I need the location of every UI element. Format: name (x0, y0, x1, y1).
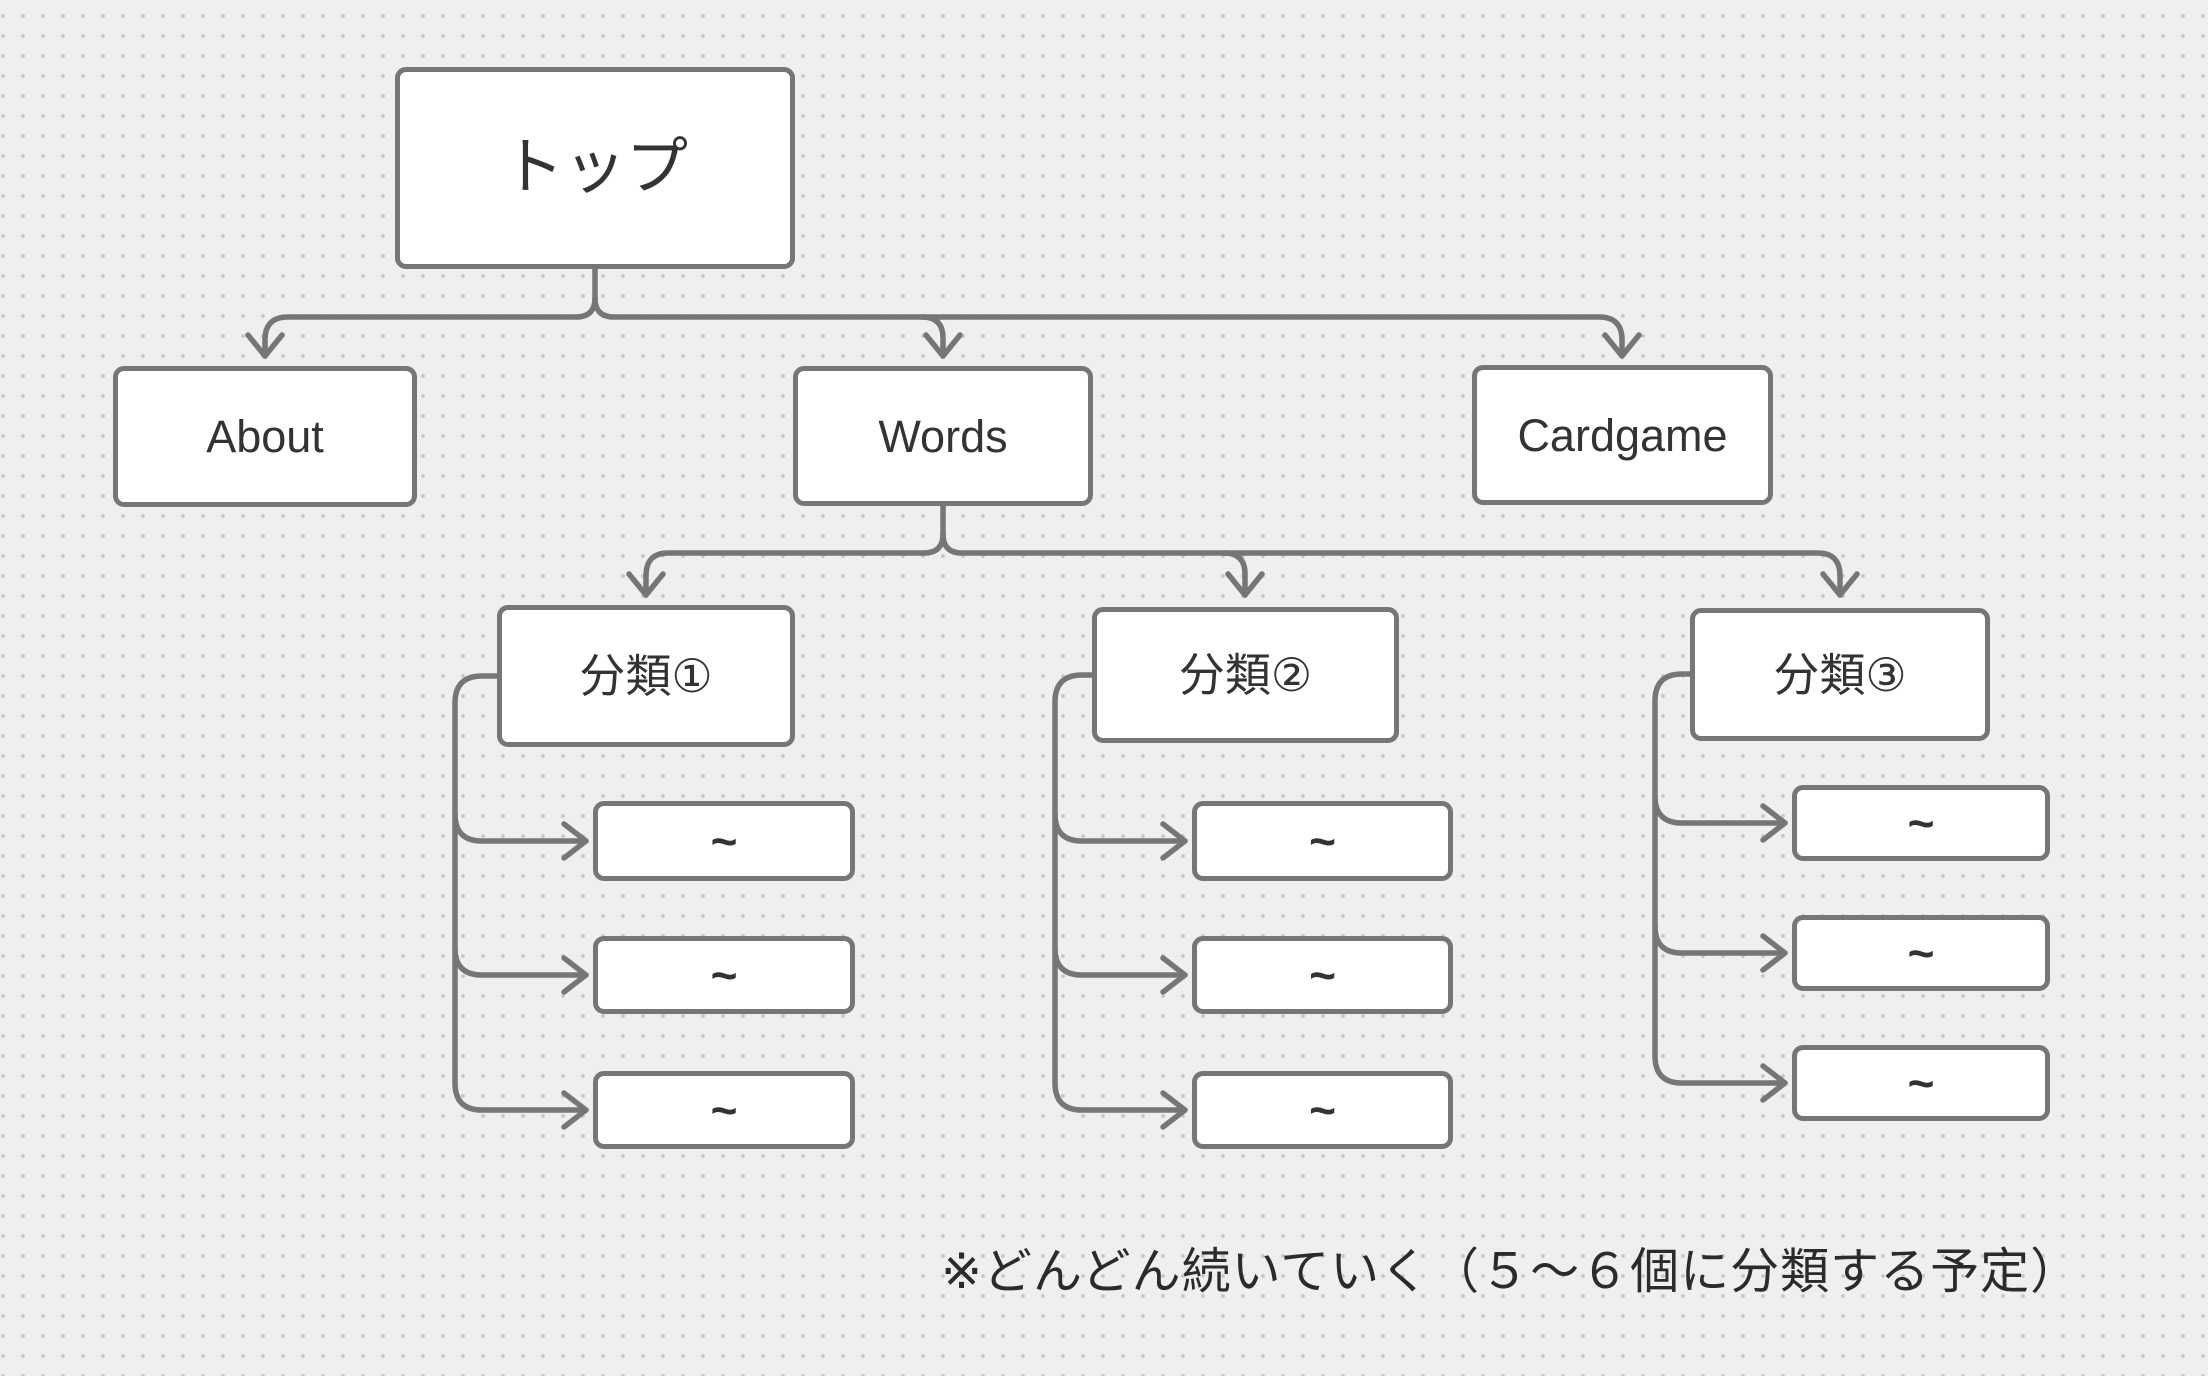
node-top[interactable]: トップ (395, 67, 795, 269)
node-item-1-1-label: ~ (710, 815, 738, 867)
arrowhead-right-cat1-item3-icon (561, 1090, 589, 1130)
arrowhead-right-cat2-item1-icon (1160, 821, 1188, 861)
edge-cat2-items (1052, 672, 1188, 1130)
edge-cat3-item1-line (1652, 793, 1788, 826)
edge-words-cat1-line (643, 503, 946, 598)
arrowhead-down-cat3-icon (1820, 571, 1860, 598)
arrowhead-right-cat2-item2-icon (1160, 955, 1188, 995)
node-category-1-label: 分類① (579, 650, 713, 702)
node-cardgame-label: Cardgame (1517, 409, 1728, 461)
edge-cat1-items (452, 673, 589, 1130)
edge-cat1-item2-line (452, 945, 589, 978)
node-item-2-3[interactable]: ~ (1192, 1071, 1453, 1149)
node-item-3-1-label: ~ (1907, 797, 1935, 849)
node-item-1-3-label: ~ (710, 1084, 738, 1136)
node-cardgame[interactable]: Cardgame (1472, 365, 1773, 505)
edge-words-cat2-line (1221, 550, 1248, 598)
node-item-2-3-label: ~ (1309, 1084, 1336, 1136)
edge-top-cardgame-line (592, 295, 1625, 359)
arrowhead-right-cat2-item3-icon (1160, 1090, 1188, 1130)
arrowhead-right-cat3-item3-icon (1760, 1063, 1788, 1103)
annotation-note: ※どんどん続いていく（５〜６個に分類する予定） (941, 1245, 2081, 1299)
edge-cat2-item2-line (1052, 945, 1188, 978)
arrowhead-down-cat2-icon (1225, 571, 1265, 598)
node-item-2-2[interactable]: ~ (1192, 936, 1453, 1014)
node-category-2[interactable]: 分類② (1092, 607, 1399, 743)
edge-top-words-line (919, 314, 946, 359)
edge-words-cat3-line (940, 531, 1843, 598)
node-item-3-3-label: ~ (1907, 1057, 1935, 1109)
arrowhead-right-cat1-item1-icon (561, 821, 589, 861)
node-item-3-1[interactable]: ~ (1792, 785, 2050, 861)
node-category-3[interactable]: 分類③ (1690, 608, 1990, 741)
edge-cat3-items (1652, 671, 1788, 1103)
node-about-label: About (206, 411, 324, 462)
node-item-1-2-label: ~ (710, 949, 738, 1001)
node-category-1[interactable]: 分類① (497, 605, 795, 747)
node-item-3-2-label: ~ (1907, 927, 1935, 979)
node-category-3-label: 分類③ (1773, 648, 1907, 701)
node-item-3-3[interactable]: ~ (1792, 1045, 2050, 1121)
node-words-label: Words (878, 410, 1008, 462)
arrowhead-down-about-icon (245, 332, 285, 359)
node-item-2-2-label: ~ (1309, 949, 1336, 1001)
node-words[interactable]: Words (793, 366, 1093, 506)
node-item-2-1[interactable]: ~ (1192, 801, 1453, 881)
node-item-1-3[interactable]: ~ (593, 1071, 855, 1149)
arrowhead-right-cat3-item2-icon (1760, 933, 1788, 973)
edge-cat3-item3-line (1652, 671, 1788, 1086)
node-item-1-1[interactable]: ~ (593, 801, 855, 881)
arrowhead-right-cat1-item2-icon (561, 955, 589, 995)
arrowhead-right-cat3-item1-icon (1760, 803, 1788, 843)
edge-cat3-item2-line (1652, 923, 1788, 956)
node-about[interactable]: About (113, 366, 417, 507)
edge-cat1-item3-line (452, 673, 589, 1113)
edge-cat2-item3-line (1052, 672, 1188, 1113)
node-top-label: トップ (501, 133, 688, 202)
node-item-2-1-label: ~ (1309, 815, 1336, 867)
edge-top-about-line (262, 267, 598, 359)
node-item-3-2[interactable]: ~ (1792, 915, 2050, 991)
edge-words-categories (626, 503, 1860, 598)
edge-top-children (245, 267, 1642, 359)
arrowhead-down-cat1-icon (626, 571, 666, 598)
node-category-2-label: 分類② (1178, 649, 1313, 701)
node-item-1-2[interactable]: ~ (593, 936, 855, 1014)
edge-cat2-item1-line (1052, 811, 1188, 844)
arrowhead-down-words-icon (923, 332, 963, 359)
arrowhead-down-cardgame-icon (1602, 332, 1642, 359)
edge-cat1-item1-line (452, 811, 589, 844)
